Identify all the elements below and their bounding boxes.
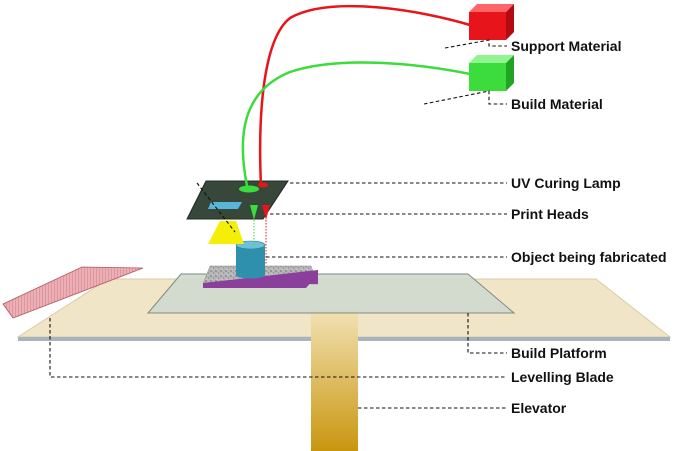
- support-material-cartridge: [469, 4, 514, 40]
- uv-light-beam: [208, 221, 244, 244]
- labels: Support Material Build Material UV Curin…: [511, 38, 667, 416]
- print-head-assembly: [186, 180, 289, 265]
- leader-blade: [49, 318, 507, 378]
- build-material-cartridge: [469, 55, 514, 91]
- levelling-blade: [2, 266, 144, 319]
- label-support-material: Support Material: [511, 38, 621, 54]
- build-feed-tube: [241, 61, 471, 187]
- label-print-heads: Print Heads: [511, 206, 589, 222]
- label-levelling-blade: Levelling Blade: [511, 369, 614, 385]
- support-feed-tube: [258, 4, 471, 188]
- leader-support: [444, 39, 507, 49]
- leader-platform: [467, 313, 507, 354]
- leader-uv-inner: [196, 182, 236, 233]
- label-object-being-fabricated: Object being fabricated: [511, 249, 667, 265]
- elevator-column: [311, 309, 358, 451]
- label-build-material: Build Material: [511, 96, 603, 112]
- fabricated-object: [202, 240, 319, 288]
- label-elevator: Elevator: [511, 400, 567, 416]
- label-build-platform: Build Platform: [511, 345, 607, 361]
- leader-build: [423, 90, 507, 105]
- build-platform: [146, 273, 516, 314]
- label-uv-curing-lamp: UV Curing Lamp: [511, 175, 621, 191]
- leader-lines: [49, 39, 507, 409]
